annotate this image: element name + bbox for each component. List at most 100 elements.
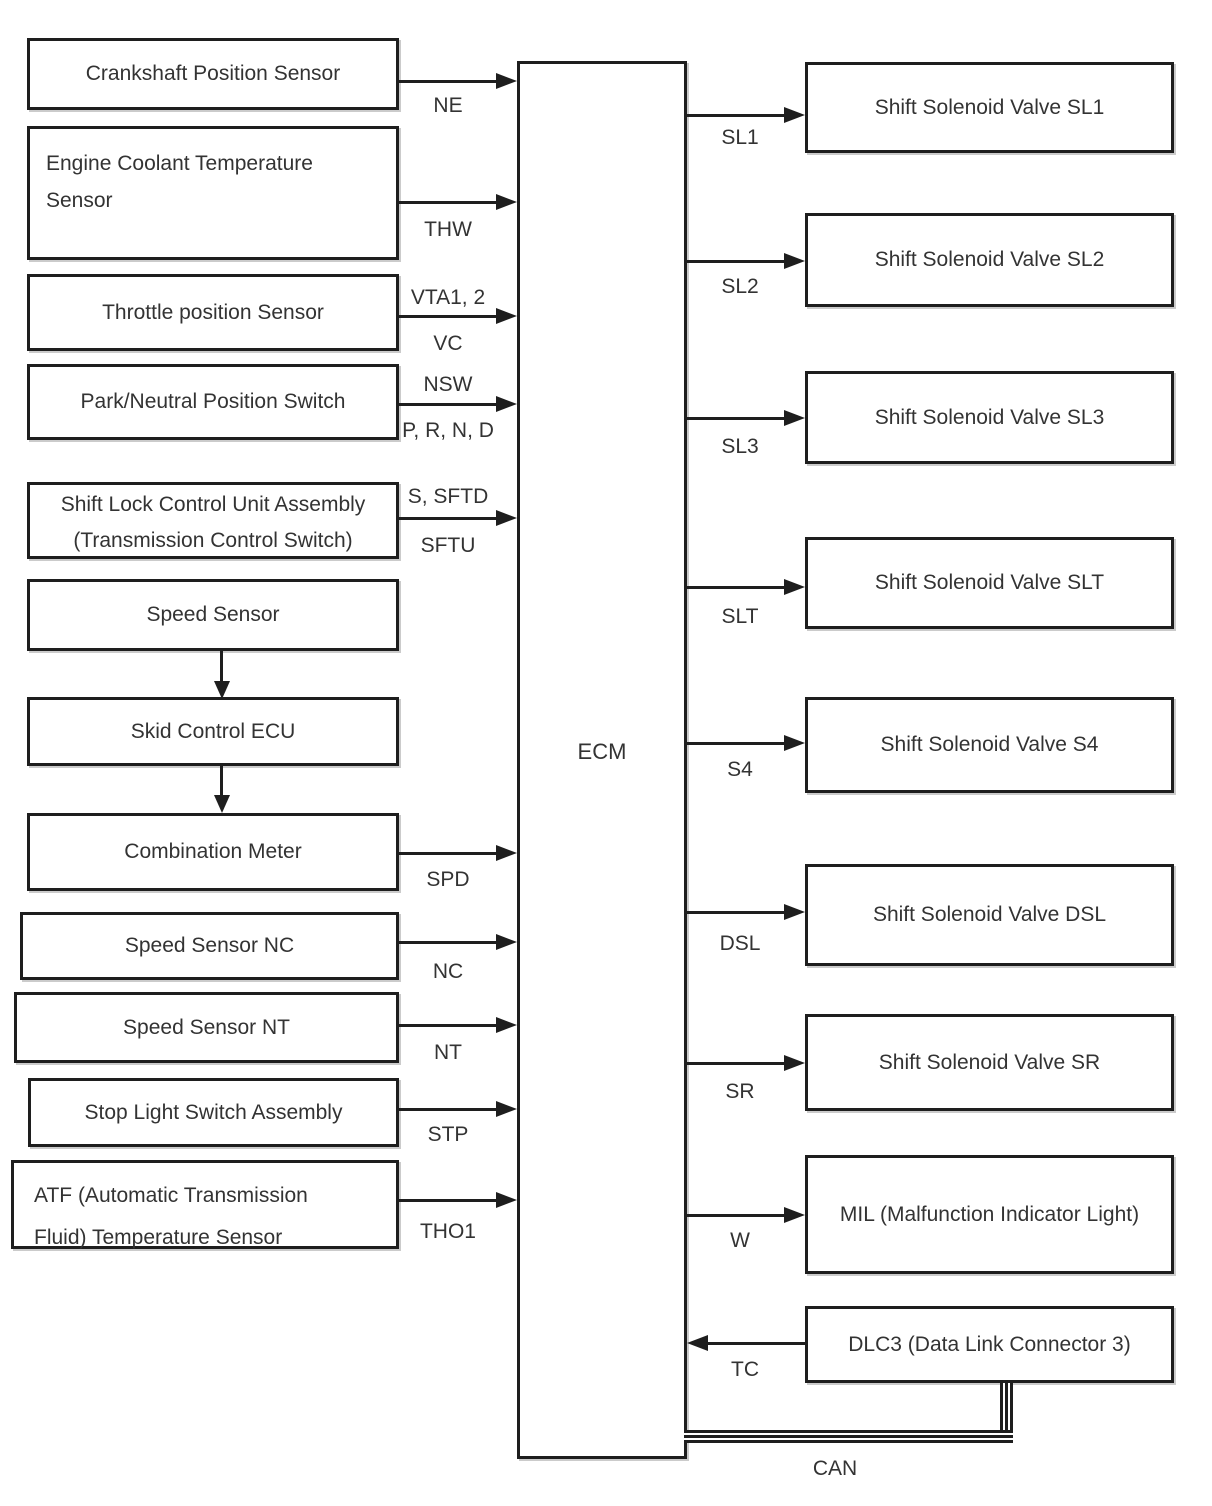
box-label-line2: Fluid) Temperature Sensor	[34, 1226, 283, 1249]
box-shift-solenoid-valve-slt: Shift Solenoid Valve SLT	[805, 537, 1174, 629]
signal-label-s4: S4	[727, 758, 753, 781]
box-label: Shift Solenoid Valve DSL	[872, 903, 1107, 926]
wire-vta	[398, 315, 498, 318]
box-label: Shift Solenoid Valve SL2	[874, 248, 1105, 271]
signal-label-thw: THW	[424, 218, 472, 241]
box-label: Crankshaft Position Sensor	[85, 62, 341, 85]
arrowhead-sl2	[784, 253, 805, 269]
signal-label-vc: VC	[433, 332, 463, 355]
signal-label-vta: VTA1, 2	[410, 286, 486, 309]
wire-tc	[706, 1342, 805, 1345]
box-stop-light-switch-assembly: Stop Light Switch Assembly	[28, 1078, 399, 1147]
signal-label-nt: NT	[434, 1041, 462, 1064]
wire-dsl	[687, 911, 788, 914]
arrowhead-dsl	[784, 904, 805, 920]
arrowhead-vta	[496, 308, 517, 324]
arrowhead-spd	[496, 845, 517, 861]
box-shift-solenoid-valve-sr: Shift Solenoid Valve SR	[805, 1014, 1174, 1111]
box-throttle-position-sensor: Throttle position Sensor	[27, 274, 399, 351]
arrowhead-stp	[496, 1101, 517, 1117]
box-skid-control-ecu: Skid Control ECU	[27, 697, 399, 766]
box-shift-solenoid-valve-s4: Shift Solenoid Valve S4	[805, 697, 1174, 793]
arrowhead-ne	[496, 73, 517, 89]
arrowhead-w	[784, 1207, 805, 1223]
arrowhead-nc	[496, 934, 517, 950]
arrowhead-thw	[496, 194, 517, 210]
box-shift-solenoid-valve-sl2: Shift Solenoid Valve SL2	[805, 213, 1174, 307]
wire-slt	[687, 586, 788, 589]
signal-label-nsw: NSW	[423, 373, 473, 396]
box-label: Speed Sensor	[146, 603, 280, 626]
arrowhead-tc	[687, 1335, 708, 1351]
can-bus-label: CAN	[812, 1457, 858, 1480]
signal-label-dsl: DSL	[719, 932, 761, 955]
wire-sl2	[687, 260, 788, 263]
signal-label-sftu: SFTU	[420, 534, 476, 557]
can-bus-vertical	[1000, 1383, 1013, 1430]
signal-label-stp: STP	[427, 1123, 469, 1146]
box-label: MIL (Malfunction Indicator Light)	[839, 1202, 1140, 1226]
wire-skid-to-meter	[220, 766, 223, 797]
box-shift-solenoid-valve-sl3: Shift Solenoid Valve SL3	[805, 371, 1174, 464]
arrowhead-nsw	[496, 396, 517, 412]
signal-label-nc: NC	[432, 960, 464, 983]
ecm-label: ECM	[577, 739, 627, 764]
box-speed-sensor-nt: Speed Sensor NT	[14, 992, 399, 1063]
box-shift-lock-control-unit-assembly: Shift Lock Control Unit Assembly (Transm…	[27, 482, 399, 559]
arrowhead-sr	[784, 1055, 805, 1071]
box-label: Shift Solenoid Valve S4	[880, 733, 1099, 756]
wire-ne	[398, 80, 498, 83]
wire-sr	[687, 1062, 788, 1065]
signal-label-sr: SR	[725, 1080, 755, 1103]
box-label-line2: (Transmission Control Switch)	[73, 528, 353, 552]
wire-w	[687, 1214, 788, 1217]
box-label-line1: Engine Coolant Temperature	[46, 152, 313, 175]
arrowhead-sl3	[784, 410, 805, 426]
box-label: Combination Meter	[124, 840, 302, 863]
box-dlc3: DLC3 (Data Link Connector 3)	[805, 1306, 1174, 1383]
arrowhead-sl1	[784, 107, 805, 123]
wire-nc	[398, 941, 498, 944]
box-atf-temperature-sensor: ATF (Automatic Transmission Fluid) Tempe…	[11, 1160, 399, 1249]
signal-label-slt: SLT	[721, 605, 759, 628]
signal-label-sftd: S, SFTD	[407, 485, 489, 508]
box-label: Stop Light Switch Assembly	[84, 1100, 343, 1124]
arrowhead-nt	[496, 1017, 517, 1033]
signal-label-tho1: THO1	[419, 1220, 476, 1243]
box-label: DLC3 (Data Link Connector 3)	[848, 1332, 1131, 1356]
wire-speed-to-skid	[220, 651, 223, 683]
box-combination-meter: Combination Meter	[27, 813, 399, 891]
wire-spd	[398, 852, 498, 855]
box-park-neutral-position-switch: Park/Neutral Position Switch	[27, 364, 399, 440]
box-label-line2: Sensor	[46, 189, 113, 212]
box-label: Skid Control ECU	[130, 719, 296, 743]
box-label: Speed Sensor NT	[123, 1015, 290, 1039]
signal-label-w: W	[730, 1229, 750, 1252]
wire-tho1	[398, 1199, 498, 1202]
box-label: Throttle position Sensor	[102, 300, 324, 324]
box-speed-sensor-nc: Speed Sensor NC	[20, 912, 399, 980]
wire-sftd	[398, 517, 498, 520]
arrowhead-tho1	[496, 1192, 517, 1208]
signal-label-sl2: SL2	[721, 275, 759, 298]
arrowhead-s4	[784, 735, 805, 751]
box-engine-coolant-temperature-sensor: Engine Coolant Temperature Sensor	[27, 126, 399, 260]
box-label-line1: ATF (Automatic Transmission	[34, 1184, 308, 1207]
arrowhead-sftd	[496, 510, 517, 526]
box-label-line1: Shift Lock Control Unit Assembly	[60, 492, 366, 516]
box-label: Speed Sensor NC	[124, 934, 295, 957]
wire-thw	[398, 201, 498, 204]
box-label: Shift Solenoid Valve SL3	[874, 405, 1105, 429]
arrowhead-down-skid	[214, 681, 230, 699]
signal-label-spd: SPD	[426, 868, 470, 891]
signal-label-ne: NE	[433, 94, 463, 117]
box-speed-sensor: Speed Sensor	[27, 579, 399, 651]
wire-s4	[687, 742, 788, 745]
wire-sl1	[687, 114, 788, 117]
arrowhead-slt	[784, 579, 805, 595]
box-label: Shift Solenoid Valve SR	[878, 1050, 1101, 1074]
signal-label-tc: TC	[731, 1358, 759, 1381]
wire-stp	[398, 1108, 498, 1111]
box-shift-solenoid-valve-dsl: Shift Solenoid Valve DSL	[805, 864, 1174, 966]
